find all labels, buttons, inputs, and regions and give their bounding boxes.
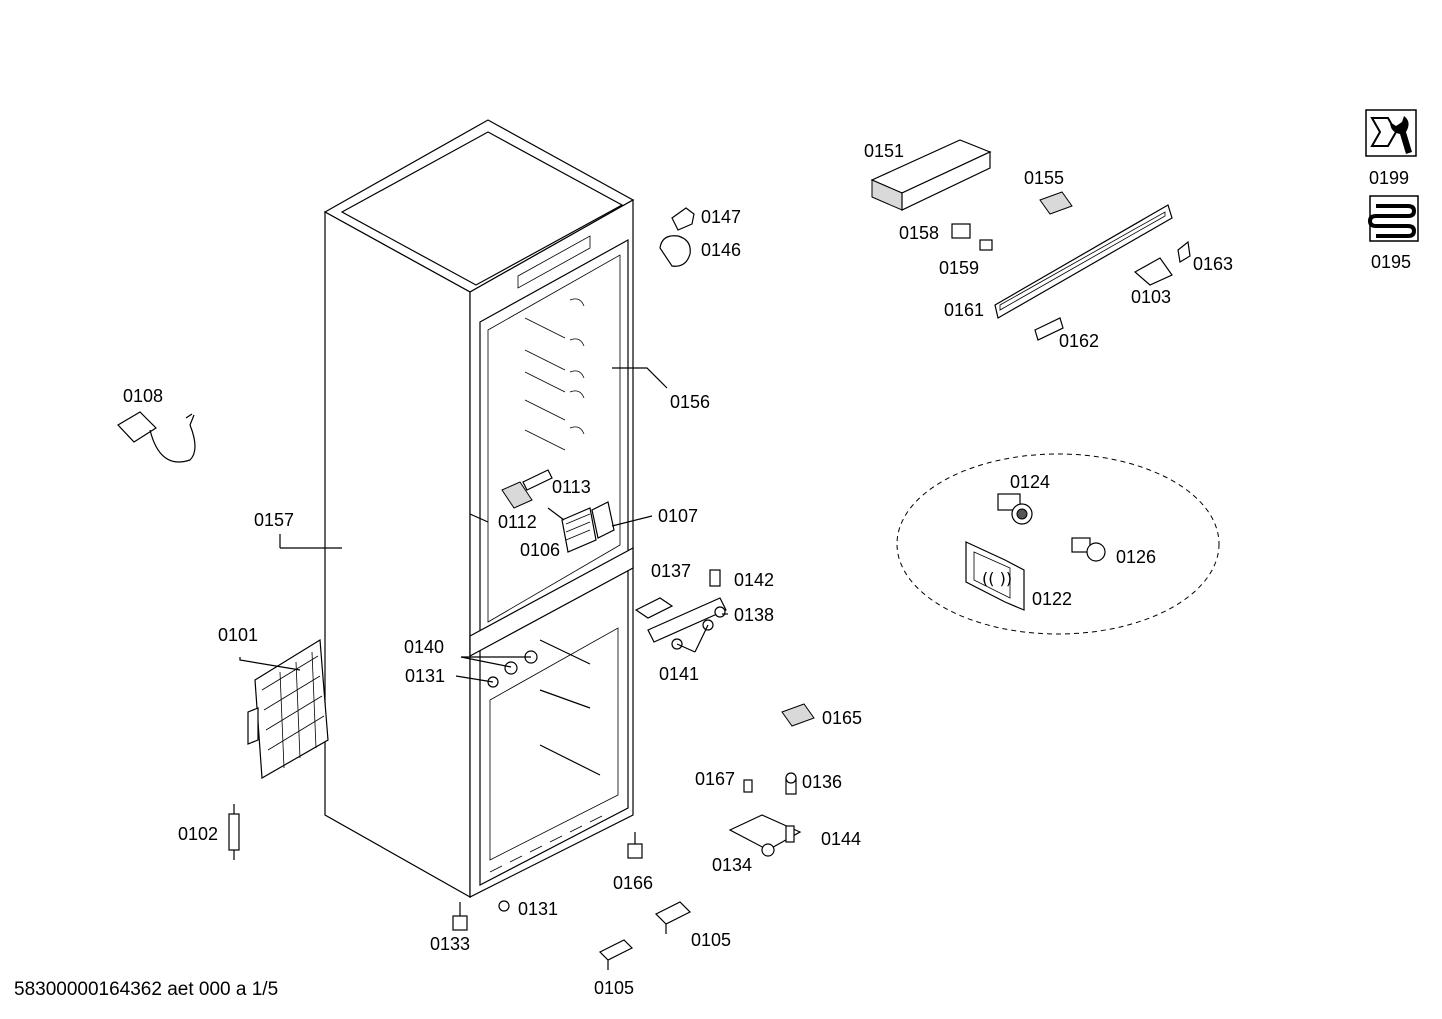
label-0157: 0157 xyxy=(254,510,294,530)
label-0162: 0162 xyxy=(1059,331,1099,351)
label-0122: 0122 xyxy=(1032,589,1072,609)
label-0101: 0101 xyxy=(218,625,258,645)
bulb-0126 xyxy=(1071,537,1106,562)
label-0141: 0141 xyxy=(659,664,699,684)
thermostat-0113 xyxy=(522,469,553,491)
label-0163: 0163 xyxy=(1193,254,1233,274)
label-0144: 0144 xyxy=(821,829,861,849)
label-0133: 0133 xyxy=(430,934,470,954)
label-0167: 0167 xyxy=(695,769,735,789)
label-0112: 0112 xyxy=(498,512,537,532)
label-0102: 0102 xyxy=(178,824,218,844)
label-0113: 0113 xyxy=(552,477,591,497)
lamp-cover-0122: (( )) xyxy=(965,541,1025,611)
bracket-0146 xyxy=(659,235,691,267)
hinge-pin-0142 xyxy=(709,569,721,587)
switch-0165 xyxy=(781,703,815,727)
label-0158: 0158 xyxy=(899,223,939,243)
label-0159: 0159 xyxy=(939,258,979,278)
label-0105-a: 0105 xyxy=(691,930,731,950)
wrench-nut-icon xyxy=(1365,109,1417,157)
hinge-bottom-0134 xyxy=(728,814,802,857)
label-0146: 0146 xyxy=(701,240,741,260)
label-0126: 0126 xyxy=(1116,547,1156,567)
sensor-0112 xyxy=(501,481,533,509)
label-0131-a: 0131 xyxy=(405,666,445,686)
clip-0147 xyxy=(671,207,695,231)
connector-0158 xyxy=(951,223,971,239)
label-0131-b: 0131 xyxy=(518,899,558,919)
label-0161: 0161 xyxy=(944,300,984,320)
screw-0136 xyxy=(785,772,797,795)
switch-0155 xyxy=(1039,191,1073,215)
screw-0167 xyxy=(743,779,753,793)
label-0195: 0195 xyxy=(1371,252,1411,272)
control-panel-0161 xyxy=(994,204,1173,319)
lamp-socket-0124 xyxy=(997,493,1033,525)
lamp-cover-0106 xyxy=(561,507,597,553)
electronic-module-0151 xyxy=(870,139,992,211)
part-0163 xyxy=(1177,240,1191,263)
label-0107: 0107 xyxy=(658,506,698,526)
label-0105-b: 0105 xyxy=(594,978,634,998)
label-0137: 0137 xyxy=(651,561,691,581)
label-0106: 0106 xyxy=(520,540,560,560)
hinge-0138 xyxy=(647,597,727,643)
label-0103: 0103 xyxy=(1131,287,1171,307)
document-code: 58300000164362 aet 000 a 1/5 xyxy=(14,979,279,1000)
connector-0159 xyxy=(979,239,993,251)
bracket-0105-b xyxy=(598,939,634,970)
label-0155: 0155 xyxy=(1024,168,1064,188)
foot-0166 xyxy=(627,832,643,859)
label-0151: 0151 xyxy=(864,141,904,161)
svg-text:(( )): (( )) xyxy=(982,569,1012,588)
lamp-housing-0107 xyxy=(591,501,615,539)
leader-lines xyxy=(239,367,728,683)
power-cord-0108 xyxy=(117,411,196,463)
detail-group-ellipse: (( )) xyxy=(896,453,1220,635)
label-0165: 0165 xyxy=(822,708,862,728)
label-0156: 0156 xyxy=(670,392,710,412)
bracket-0105-a xyxy=(654,901,692,934)
label-0162 xyxy=(1034,317,1064,341)
label-0166: 0166 xyxy=(613,873,653,893)
hinge-plate-0137 xyxy=(634,597,674,619)
label-0138: 0138 xyxy=(734,605,774,625)
label-0199: 0199 xyxy=(1369,168,1409,188)
label-0147: 0147 xyxy=(701,207,741,227)
plug-0131-b xyxy=(498,900,510,912)
label-0136: 0136 xyxy=(802,772,842,792)
label-0140: 0140 xyxy=(404,637,444,657)
label-0108: 0108 xyxy=(123,386,163,406)
back-cover-0101 xyxy=(247,638,329,779)
label-0142: 0142 xyxy=(734,570,774,590)
part-labels: 0151 0155 0158 0159 0161 0162 0163 0103 … xyxy=(123,141,1411,998)
spacer-0102 xyxy=(228,804,240,860)
pin-0144 xyxy=(785,825,795,843)
label-0124: 0124 xyxy=(1010,472,1050,492)
label-0134: 0134 xyxy=(712,855,752,875)
condenser-coil-icon xyxy=(1367,195,1419,242)
cabinet-housing xyxy=(323,119,635,899)
foot-0133 xyxy=(452,902,468,931)
cover-0103 xyxy=(1133,257,1173,286)
